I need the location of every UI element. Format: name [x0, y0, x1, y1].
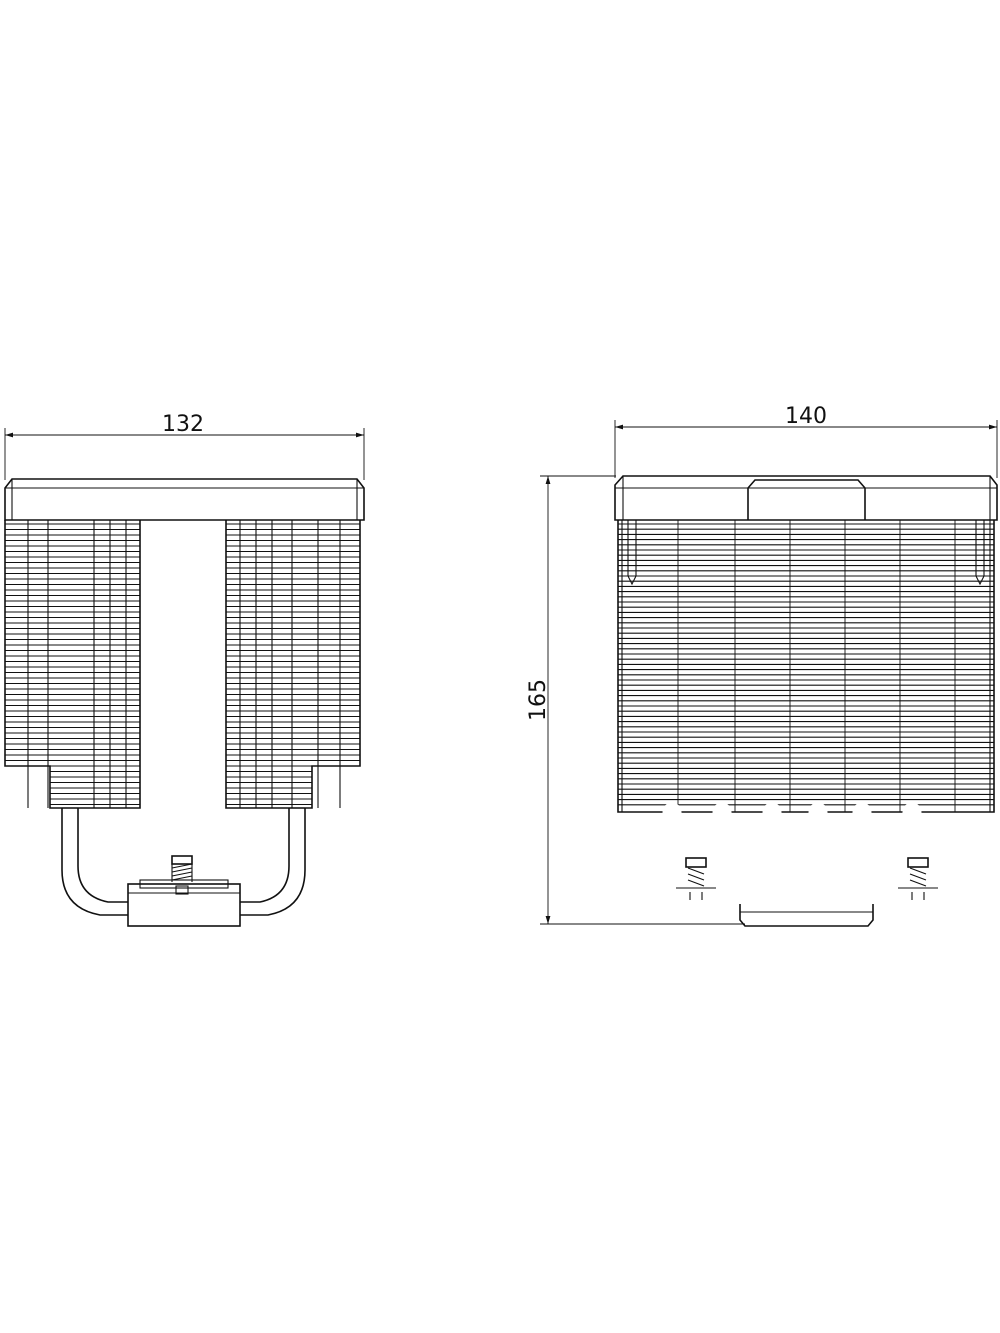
side-base-plate	[739, 904, 874, 927]
side-heatpipes	[662, 802, 922, 910]
front-top-cover	[4, 478, 365, 521]
front-mounting-screw	[171, 855, 193, 895]
side-spring-right	[898, 857, 938, 900]
front-heatpipes	[61, 807, 306, 916]
side-width-label: 140	[785, 404, 827, 429]
side-top-cover	[614, 475, 998, 521]
front-fin-outline	[4, 520, 141, 809]
side-fin-stack	[617, 520, 995, 813]
side-height-dimension: 165	[526, 475, 745, 925]
side-heatpipe-inner	[712, 802, 786, 910]
side-height-label: 165	[526, 679, 551, 721]
front-width-dimension: 132	[4, 412, 365, 480]
side-heatpipe-inner	[762, 802, 808, 910]
side-view: 140 165	[526, 404, 998, 927]
side-fan-clips	[627, 520, 985, 586]
front-view: 132	[4, 412, 365, 927]
front-fin-outline	[225, 520, 361, 809]
front-fin-stack-right	[225, 520, 361, 809]
front-width-label: 132	[162, 412, 204, 437]
side-fin-outline	[617, 520, 995, 813]
side-heatpipe-inner	[850, 802, 922, 910]
front-fin-stack-left	[4, 520, 141, 809]
side-spring-left	[676, 857, 716, 900]
front-base-plate	[127, 879, 241, 927]
side-heatpipe-inner	[662, 802, 762, 910]
side-width-dimension: 140	[614, 404, 998, 478]
side-heatpipe-inner	[828, 802, 872, 910]
